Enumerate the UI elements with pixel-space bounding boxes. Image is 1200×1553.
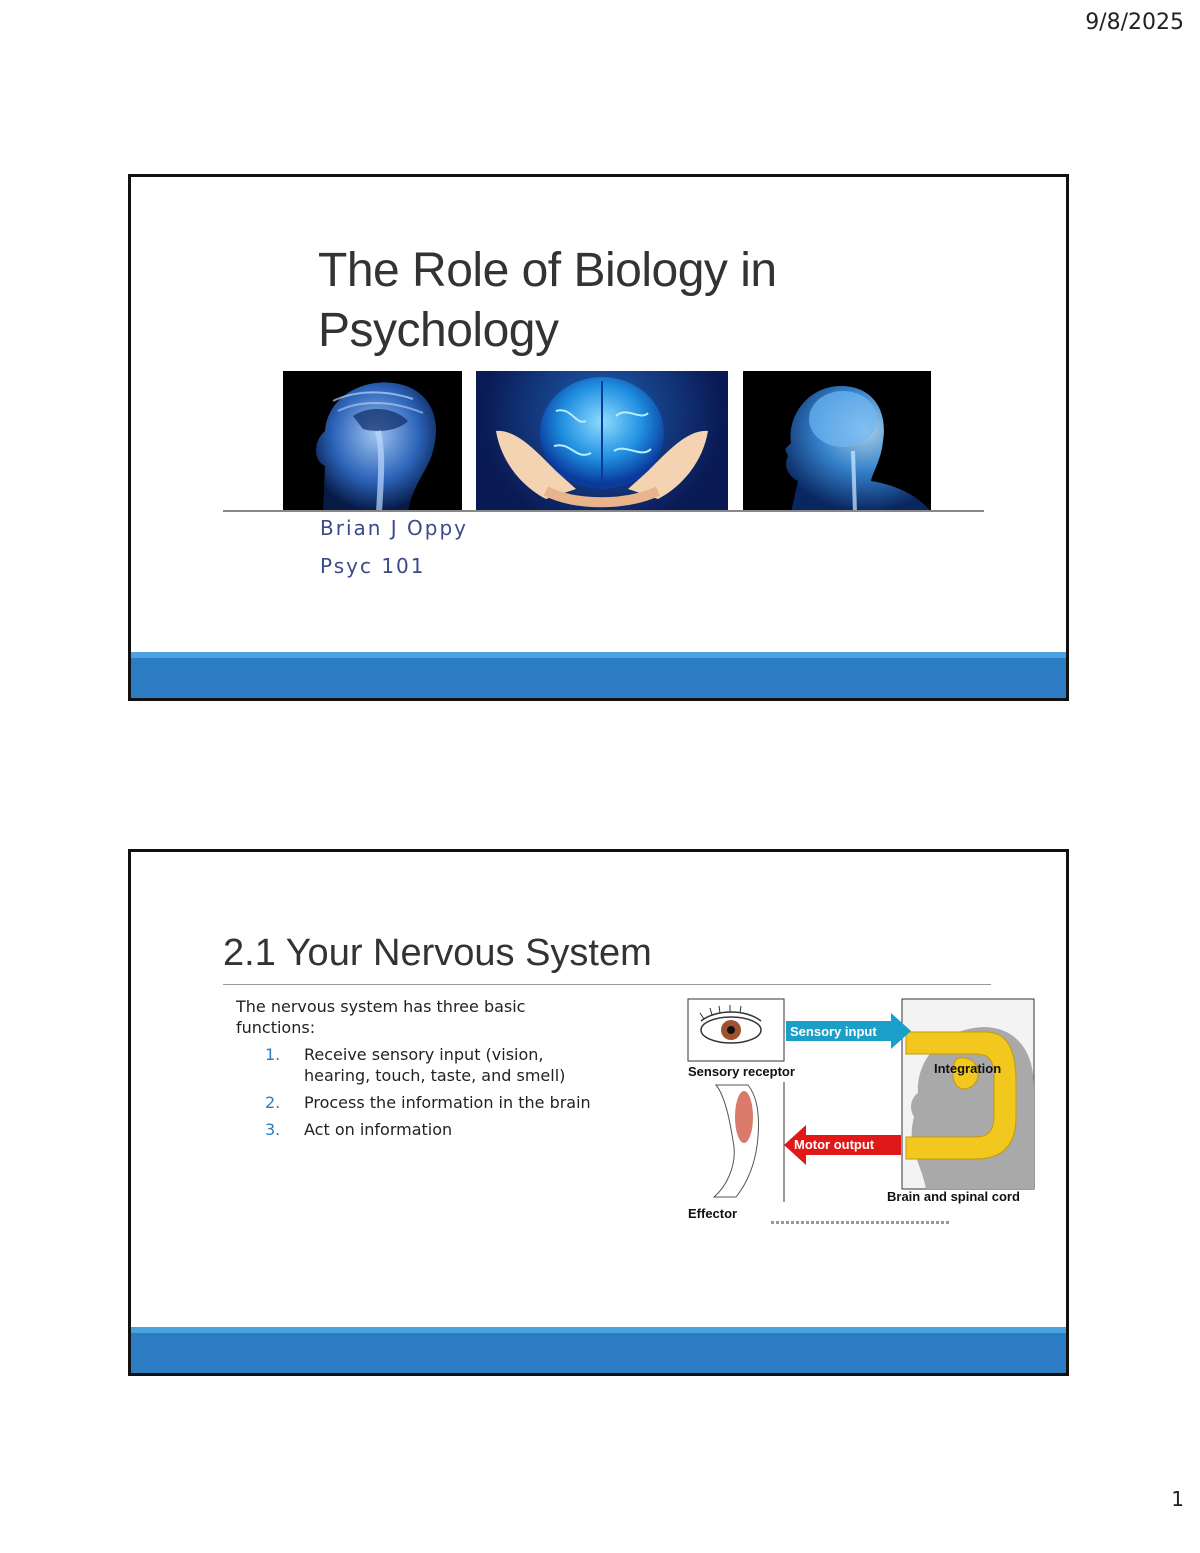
- slide-nervous-system: 2.1 Your Nervous System The nervous syst…: [128, 849, 1069, 1376]
- slide-footer-band: [131, 652, 1066, 698]
- title-line-1: The Role of Biology in: [318, 244, 777, 297]
- motor-output-label: Motor output: [794, 1137, 875, 1152]
- motor-output-arrow-icon: [784, 1125, 901, 1165]
- slide-heading: 2.1 Your Nervous System: [223, 932, 652, 974]
- brain-spinal-cord-label: Brain and spinal cord: [887, 1189, 1020, 1204]
- brain-in-hands-image: [476, 371, 728, 512]
- eye-icon: [699, 1005, 762, 1044]
- xray-head-image: [743, 371, 931, 512]
- list-item: 3. Act on information: [265, 1119, 595, 1140]
- intro-text: The nervous system has three basic funct…: [236, 997, 526, 1037]
- heading-divider: [223, 984, 991, 985]
- copyright-fine-print: [771, 1221, 951, 1224]
- slide-footer-band: [131, 1327, 1066, 1373]
- brain-mri-image: [283, 371, 462, 512]
- sensory-input-label: Sensory input: [790, 1024, 877, 1039]
- page-number: 1: [1171, 1487, 1184, 1511]
- integration-loop-icon: [905, 1031, 1017, 1160]
- course-name: Psyc 101: [320, 554, 426, 578]
- function-list: 1. Receive sensory input (vision, hearin…: [265, 1044, 595, 1146]
- leg-muscle-icon: [712, 1084, 759, 1198]
- title-divider: [223, 510, 984, 512]
- list-item: 1. Receive sensory input (vision, hearin…: [265, 1044, 595, 1086]
- author-name: Brian J Oppy: [320, 516, 469, 540]
- list-text: Process the information in the brain: [304, 1093, 591, 1112]
- list-number: 2.: [265, 1093, 281, 1112]
- integration-label: Integration: [934, 1061, 1002, 1076]
- title-line-2: Psychology: [318, 304, 559, 357]
- list-item: 2. Process the information in the brain: [265, 1092, 595, 1113]
- list-text: Receive sensory input (vision, hearing, …: [304, 1045, 566, 1085]
- slide-title-heading: The Role of Biology in Psychology: [318, 241, 777, 361]
- sensory-receptor-label: Sensory receptor: [688, 1064, 795, 1079]
- slide-title: The Role of Biology in Psychology: [128, 174, 1069, 701]
- list-number: 1.: [265, 1045, 281, 1064]
- page-date: 9/8/2025: [1085, 10, 1184, 35]
- sensory-input-arrow-icon: [786, 1013, 911, 1049]
- list-number: 3.: [265, 1120, 281, 1139]
- effector-label: Effector: [688, 1206, 738, 1221]
- list-text: Act on information: [304, 1120, 453, 1139]
- nervous-system-diagram: Sensory input Sensory receptor Integrati…: [686, 997, 1038, 1232]
